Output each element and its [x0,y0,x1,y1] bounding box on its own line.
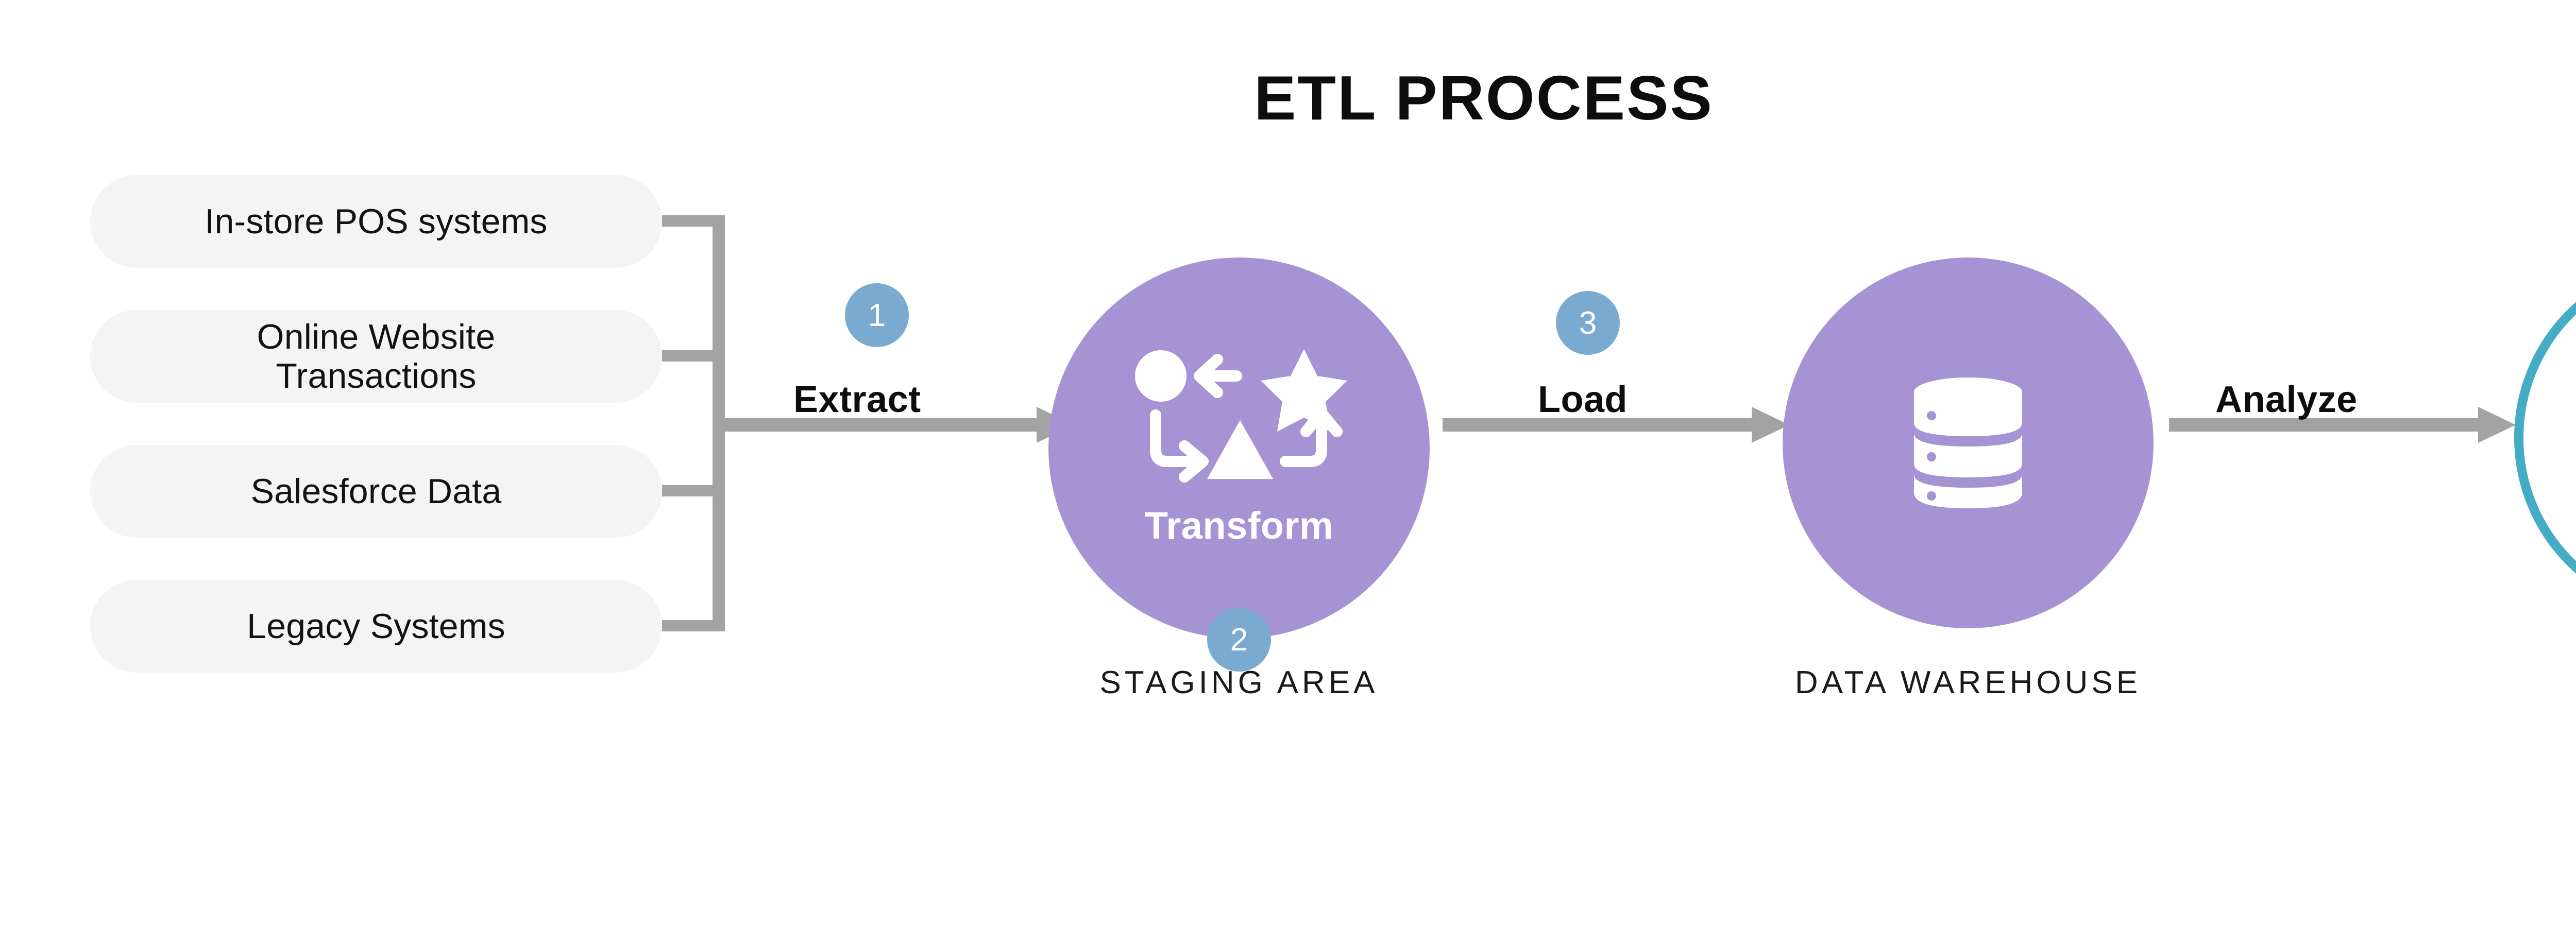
step-badge-3: 3 [1556,291,1620,355]
source-label: Salesforce Data [250,471,502,511]
arrow-label-analyze: Analyze [2215,379,2358,420]
stage-caption-analytics: ANALYTICS [2437,664,2576,701]
page-title: ETL PROCESS [1254,63,1714,133]
data-sources-list: In-store POS systems Online Website Tran… [90,175,662,715]
source-pill-pos[interactable]: In-store POS systems [90,175,662,268]
warehouse-circle[interactable] [1783,258,2154,628]
transform-inner-label: Transform [1144,504,1334,547]
staging-circle[interactable]: Transform [1048,258,1430,639]
arrow-label-extract: Extract [793,379,921,420]
source-pill-online[interactable]: Online Website Transactions [90,310,662,403]
source-label: Legacy Systems [247,606,505,646]
stage-data-warehouse[interactable]: DATA WAREHOUSE [1783,258,2154,700]
source-label: In-store POS systems [205,201,548,241]
arrow-label-load: Load [1538,379,1628,420]
analytics-circle[interactable] [2514,258,2576,618]
step-badge-2: 2 [1207,608,1271,672]
stage-analytics[interactable]: ANALYTICS [2514,258,2576,618]
stage-staging-area[interactable]: Transform 2 STAGING AREA [1048,258,1430,700]
source-pill-salesforce[interactable]: Salesforce Data [90,445,662,538]
source-pill-legacy[interactable]: Legacy Systems [90,580,662,673]
stage-caption-warehouse: DATA WAREHOUSE [1794,665,2142,700]
transform-shapes-icon [1135,349,1347,483]
source-label: Online Website Transactions [257,317,496,396]
source-bracket [662,215,725,631]
step-badge-1: 1 [845,283,909,347]
database-cylinder-icon [1914,377,2022,508]
